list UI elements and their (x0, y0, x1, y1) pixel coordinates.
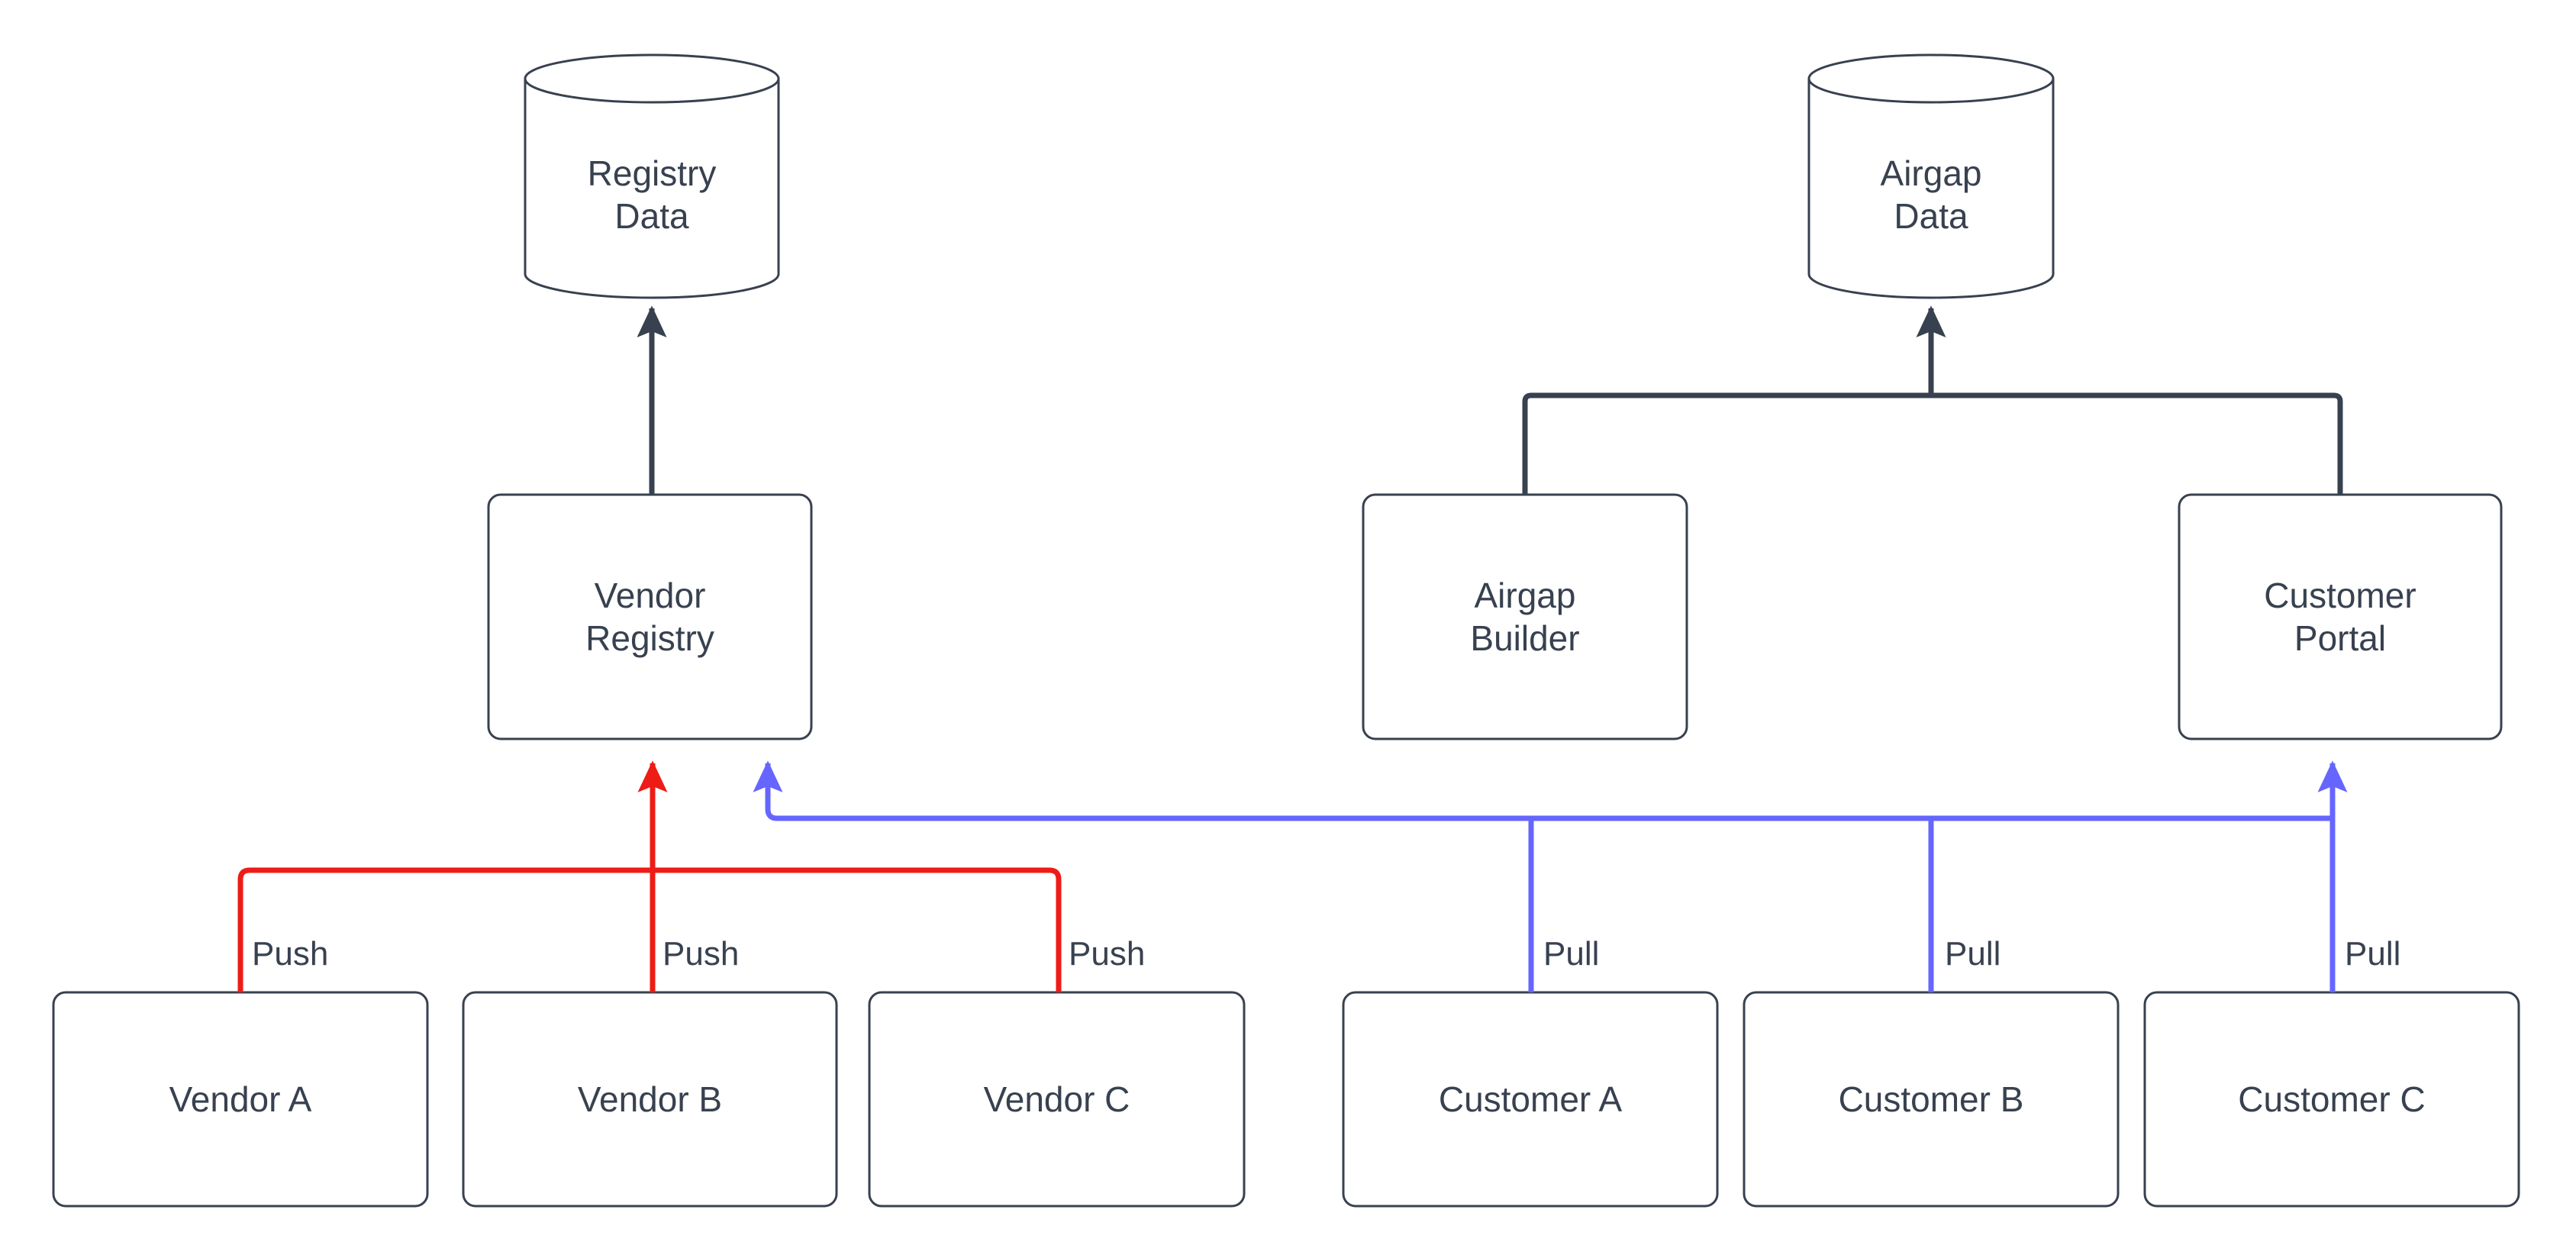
connector-airgap-builder-to-airgap-data[interactable] (1522, 305, 1946, 495)
edge-label-pull-customer-a: Pull (1543, 935, 1600, 973)
edge-label-pull-customer-b: Pull (1945, 935, 2001, 973)
connector-push-vendor-c[interactable] (653, 867, 1062, 992)
actor-box-vendor-a[interactable] (52, 991, 429, 1208)
actor-box-customer-b[interactable] (1743, 991, 2120, 1208)
connector-push-vendor-a[interactable] (237, 867, 653, 992)
service-box-airgap-builder[interactable] (1362, 493, 1688, 740)
service-box-vendor-registry[interactable] (487, 493, 813, 740)
actor-box-vendor-b[interactable] (462, 991, 838, 1208)
datastore-registry-data[interactable] (524, 53, 780, 299)
edge-label-pull-customer-c: Pull (2345, 935, 2401, 973)
edge-label-push-vendor-c: Push (1069, 935, 1146, 973)
service-box-customer-portal[interactable] (2178, 493, 2503, 740)
actor-box-vendor-c[interactable] (868, 991, 1246, 1208)
actor-box-customer-c[interactable] (2143, 991, 2520, 1208)
connector-customer-portal-to-airgap-data[interactable] (1931, 392, 2343, 495)
cylinder-top-ellipse (524, 53, 780, 104)
edge-label-push-vendor-b: Push (663, 935, 740, 973)
cylinder-top-ellipse (1807, 53, 2055, 104)
cylinder-body (524, 77, 780, 299)
edge-label-push-vendor-a: Push (252, 935, 329, 973)
actor-box-customer-a[interactable] (1342, 991, 1719, 1208)
datastore-airgap-data[interactable] (1807, 53, 2055, 299)
connector-pull-into-vendor-registry[interactable] (753, 760, 1531, 821)
cylinder-body (1807, 77, 2055, 299)
